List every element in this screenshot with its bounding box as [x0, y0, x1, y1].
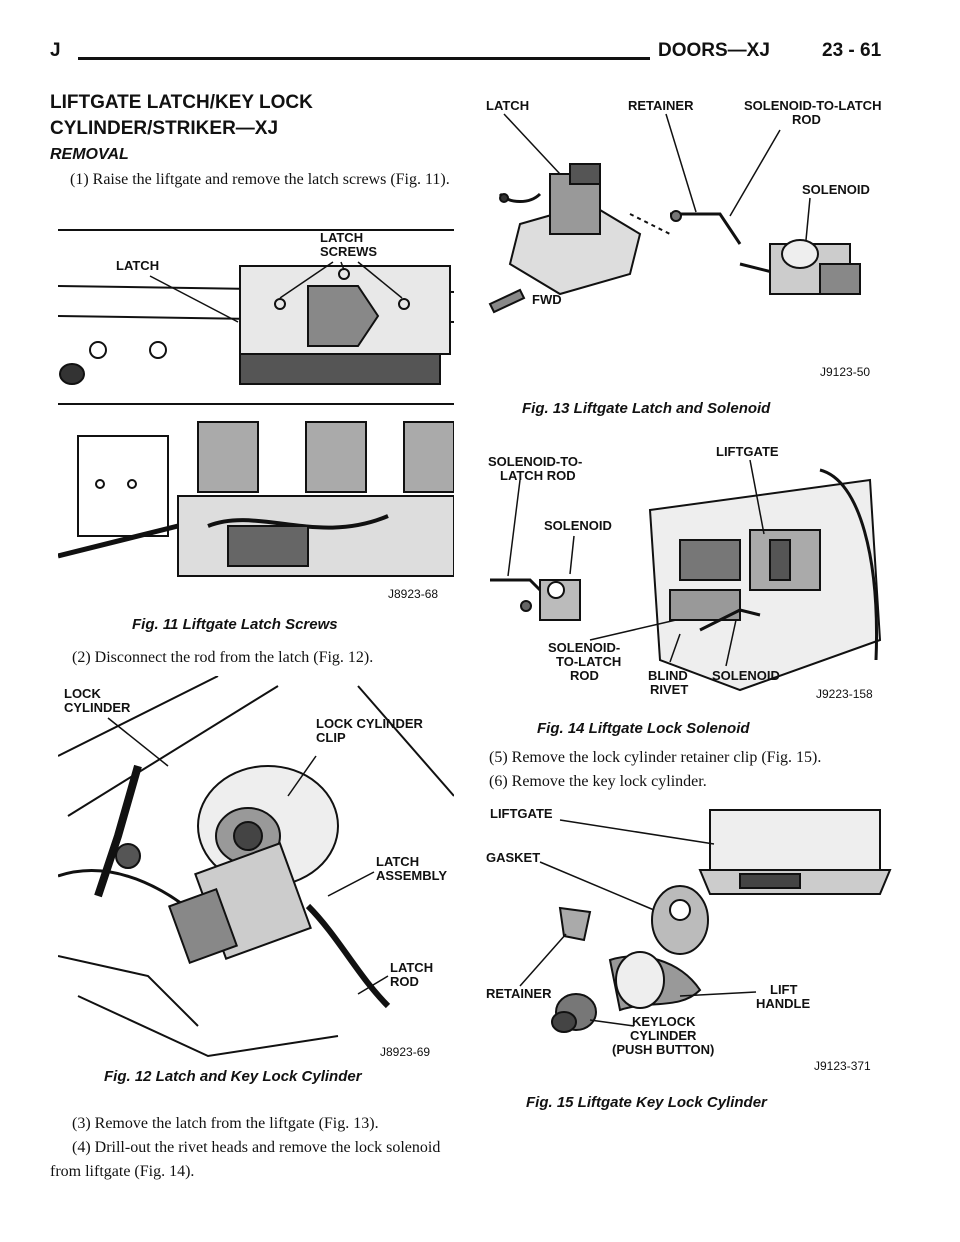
- step-3: (3) Remove the latch from the liftgate (…: [72, 1115, 379, 1132]
- figure-14-illustration: SOLENOID-TO- LATCH ROD LIFTGATE SOLENOID…: [480, 440, 900, 712]
- fig15-label-push-button: (PUSH BUTTON): [612, 1042, 714, 1057]
- section-title: LIFTGATE LATCH/KEY LOCK CYLINDER/STRIKER…: [50, 92, 313, 139]
- header-section-letter: J: [50, 40, 61, 61]
- fig15-label-keylock: KEYLOCK: [632, 1014, 696, 1029]
- fig11-label-latch: LATCH: [116, 258, 159, 273]
- fig14-code: J9223-158: [816, 687, 873, 701]
- fig14-label-blind: BLIND: [648, 668, 688, 683]
- fig14-label-rod: ROD: [570, 668, 599, 683]
- fig12-label-lock-cylinder: LOCK CYLINDER: [316, 716, 424, 731]
- fig13-label-retainer: RETAINER: [628, 98, 694, 113]
- fig11-code: J8923-68: [388, 587, 438, 601]
- fig15-label-gasket: GASKET: [486, 850, 540, 865]
- header-page-number: 23 - 61: [822, 40, 882, 61]
- fig12-label-latch: LATCH: [376, 854, 419, 869]
- fig14-label-to-latch: TO-LATCH: [556, 654, 621, 669]
- step-5: (5) Remove the lock cylinder retainer cl…: [489, 749, 822, 766]
- step-1: (1) Raise the liftgate and remove the la…: [70, 171, 450, 188]
- step-2: (2) Disconnect the rod from the latch (F…: [72, 649, 374, 666]
- fig14-label-solenoid-bottom: SOLENOID: [712, 668, 780, 683]
- figure-13-caption: Fig. 13 Liftgate Latch and Solenoid: [522, 400, 771, 417]
- fig14-label-rivet: RIVET: [650, 682, 688, 697]
- fig13-label-latch: LATCH: [486, 98, 529, 113]
- fig13-label-fwd: FWD: [532, 292, 562, 307]
- figure-15-caption: Fig. 15 Liftgate Key Lock Cylinder: [526, 1094, 767, 1111]
- fig13-code: J9123-50: [820, 365, 870, 379]
- header-rule: [78, 57, 650, 60]
- fig12-label-cylinder: CYLINDER: [64, 700, 131, 715]
- fig15-label-retainer: RETAINER: [486, 986, 552, 1001]
- fig15-label-handle: HANDLE: [756, 996, 810, 1011]
- fig12-label-latch-rod-1: LATCH: [390, 960, 433, 975]
- fig12-code: J8923-69: [380, 1045, 430, 1059]
- figure-11-illustration: LATCH LATCH SCREWS J8923-68: [58, 226, 454, 610]
- fig14-label-latch-rod: LATCH ROD: [500, 468, 576, 483]
- figure-14-caption: Fig. 14 Liftgate Lock Solenoid: [537, 720, 750, 737]
- fig13-label-rod: ROD: [792, 112, 821, 127]
- figure-15-illustration: LIFTGATE GASKET RETAINER KEYLOCK CYLINDE…: [480, 800, 900, 1082]
- figure-12-illustration: LOCK CYLINDER LOCK CYLINDER CLIP LATCH A…: [58, 676, 454, 1062]
- figure-12-caption: Fig. 12 Latch and Key Lock Cylinder: [104, 1068, 362, 1085]
- fig12-label-latch-rod-2: ROD: [390, 974, 419, 989]
- fig12-label-lock: LOCK: [64, 686, 101, 701]
- fig15-label-cylinder: CYLINDER: [630, 1028, 697, 1043]
- fig14-label-solenoid-to: SOLENOID-TO-: [488, 454, 582, 469]
- fig11-label-latch-screws-1: LATCH: [320, 230, 363, 245]
- fig13-label-solenoid: SOLENOID: [802, 182, 870, 197]
- fig13-label-solenoid-to-latch: SOLENOID-TO-LATCH: [744, 98, 881, 113]
- fig14-label-solenoid-top: SOLENOID: [544, 518, 612, 533]
- fig15-label-lift: LIFT: [770, 982, 797, 997]
- fig11-label-latch-screws-2: SCREWS: [320, 244, 377, 259]
- step-6: (6) Remove the key lock cylinder.: [489, 773, 707, 790]
- fig15-label-liftgate: LIFTGATE: [490, 806, 553, 821]
- removal-subhead: REMOVAL: [50, 146, 129, 163]
- header-chapter: DOORS—XJ: [658, 40, 770, 61]
- fig15-code: J9123-371: [814, 1059, 871, 1073]
- fig12-label-assembly: ASSEMBLY: [376, 868, 447, 883]
- fig12-label-clip: CLIP: [316, 730, 346, 745]
- figure-11-caption: Fig. 11 Liftgate Latch Screws: [132, 616, 338, 633]
- figure-13-illustration: LATCH RETAINER SOLENOID-TO-LATCH ROD SOL…: [480, 94, 900, 384]
- step-4: (4) Drill-out the rivet heads and remove…: [50, 1139, 441, 1180]
- fig14-label-liftgate: LIFTGATE: [716, 444, 779, 459]
- fig14-label-solenoid-to-2: SOLENOID-: [548, 640, 620, 655]
